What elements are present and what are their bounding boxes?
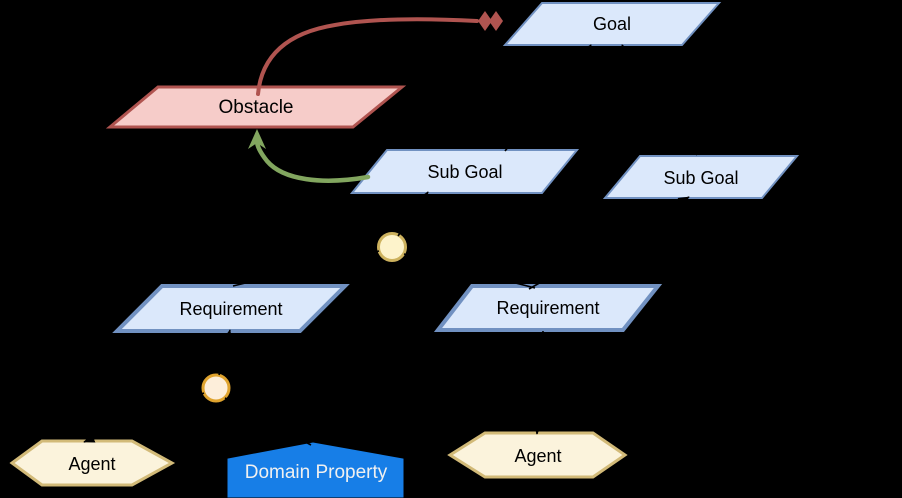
agent-left-label: Agent: [68, 454, 115, 474]
agent-left-node[interactable]: Agent: [9, 439, 176, 487]
connector-junction-to-agent-left: [83, 392, 205, 443]
connector-junction-to-subgoal-left: [397, 191, 429, 237]
agent-right-shape: [447, 431, 628, 479]
obstruction-diamond-1: [478, 11, 492, 31]
obstacle-label: Obstacle: [219, 97, 294, 118]
requirement-left-label: Requirement: [179, 299, 282, 319]
connector-requirement-right-to-subgoal-right: [528, 196, 690, 290]
obstruction-curve: [256, 17, 479, 96]
obstacle-shape: [105, 85, 407, 129]
resolution-curve: [254, 138, 371, 183]
obstruction-diamond-2: [489, 11, 503, 31]
connector-subgoal-right-to-goal: [621, 44, 698, 156]
connector-junction-to-requirement-left: [218, 329, 233, 376]
requirement-left-shape: [112, 284, 350, 333]
refinement-connectors: [83, 44, 698, 446]
subgoal-right-node[interactable]: Sub Goal: [602, 155, 800, 199]
agent-right-node[interactable]: Agent: [447, 431, 628, 479]
domain-property-node[interactable]: Domain Property: [227, 442, 404, 498]
agent-left-shape: [9, 439, 176, 487]
junction-circle-upper[interactable]: [377, 232, 407, 262]
resolution-arrowhead: [248, 129, 266, 149]
resolution-arrow: [248, 129, 371, 183]
requirement-right-shape: [433, 284, 663, 332]
connector-subgoal-left-to-goal: [504, 44, 592, 152]
obstacle-node[interactable]: Obstacle: [105, 85, 407, 129]
subgoal-right-shape: [602, 155, 800, 199]
subgoal-left-node[interactable]: Sub Goal: [349, 149, 580, 194]
connector-requirement-left-to-junction: [232, 250, 380, 287]
subgoal-left-shape: [349, 149, 580, 194]
domain-property-shape: [227, 442, 404, 498]
connector-requirement-right-to-agent-right: [532, 330, 544, 435]
connector-junction-to-requirement-right: [403, 253, 536, 289]
goal-node[interactable]: Goal: [502, 2, 722, 46]
requirement-left-node[interactable]: Requirement: [112, 284, 350, 333]
requirement-right-node[interactable]: Requirement: [433, 284, 663, 332]
connector-junction-to-domain-property: [224, 397, 312, 446]
requirement-right-label: Requirement: [496, 298, 599, 318]
agent-right-label: Agent: [514, 446, 561, 466]
domain-property-label: Domain Property: [245, 462, 388, 483]
subgoal-right-label: Sub Goal: [663, 168, 738, 188]
junction-circle-lower[interactable]: [201, 373, 231, 403]
subgoal-left-label: Sub Goal: [427, 162, 502, 182]
goal-label: Goal: [593, 14, 631, 34]
obstruction-arrow: [256, 11, 503, 96]
